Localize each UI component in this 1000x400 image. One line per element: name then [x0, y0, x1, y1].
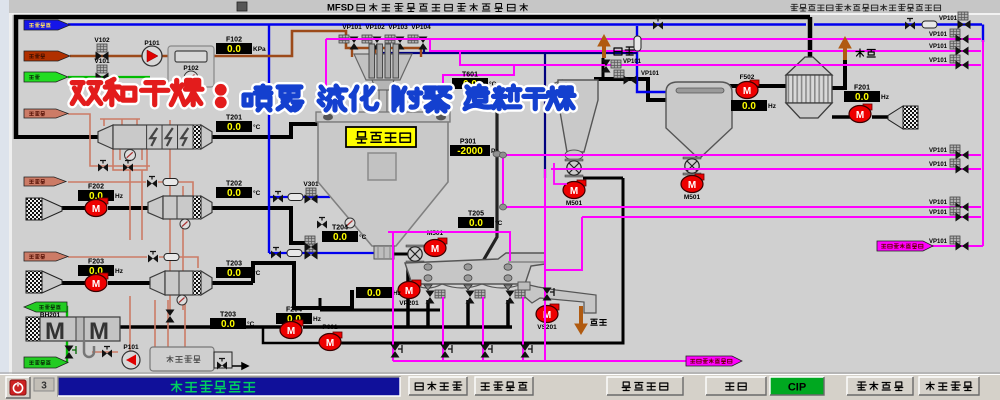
svg-text:F204: F204	[286, 307, 302, 314]
svg-text:°C: °C	[489, 80, 497, 88]
svg-text:BH201: BH201	[40, 312, 61, 319]
svg-text:°C: °C	[359, 233, 367, 241]
svg-text:3: 3	[41, 381, 47, 392]
svg-text:CIP: CIP	[788, 382, 806, 394]
svg-text:Hz: Hz	[115, 268, 124, 275]
svg-text:F201: F201	[854, 85, 870, 92]
svg-text:V102: V102	[94, 37, 110, 44]
svg-text:Hz: Hz	[768, 103, 777, 110]
svg-text:V301: V301	[303, 181, 319, 188]
svg-text:Hz: Hz	[313, 316, 322, 323]
svg-text:Hz: Hz	[115, 193, 124, 200]
svg-text:P301: P301	[460, 139, 476, 146]
svg-text:VP101: VP101	[929, 239, 948, 245]
svg-text:°C: °C	[247, 320, 255, 328]
svg-text:T203: T203	[226, 261, 242, 268]
svg-text:F502: F502	[740, 74, 755, 81]
svg-text:F202: F202	[88, 184, 104, 191]
svg-text:VP101: VP101	[929, 148, 948, 154]
svg-text:V101: V101	[94, 58, 110, 65]
svg-text:VS201: VS201	[537, 324, 557, 331]
svg-text:T601: T601	[462, 72, 478, 79]
svg-text:MFSD: MFSD	[327, 3, 354, 14]
svg-text:VP101: VP101	[929, 200, 948, 206]
svg-text:VP103: VP103	[388, 24, 408, 31]
svg-text:P601: P601	[322, 324, 338, 331]
svg-text:P101: P101	[144, 40, 160, 47]
svg-text:VP101: VP101	[929, 162, 948, 168]
svg-text:F203: F203	[88, 259, 104, 266]
svg-text:VP201: VP201	[399, 300, 419, 307]
svg-text:Hz: Hz	[881, 94, 890, 101]
svg-text:T204: T204	[332, 225, 348, 232]
svg-text:VP104: VP104	[411, 24, 431, 31]
svg-text:P101: P101	[123, 344, 139, 351]
svg-text:°C: °C	[253, 269, 261, 277]
svg-text:M501: M501	[684, 194, 701, 201]
svg-text:VP102: VP102	[365, 24, 385, 31]
svg-text:VP101: VP101	[929, 44, 948, 50]
svg-text:M: M	[45, 318, 65, 345]
svg-text:P102: P102	[183, 65, 199, 72]
svg-text:-2000: -2000	[457, 146, 483, 157]
svg-text:T202: T202	[226, 181, 242, 188]
svg-text:°C: °C	[253, 189, 261, 197]
svg-text:T203: T203	[220, 312, 236, 319]
svg-text:VP101: VP101	[641, 71, 660, 77]
svg-text:VP101: VP101	[929, 210, 948, 216]
svg-text:F102: F102	[226, 37, 242, 44]
svg-text:T201: T201	[226, 115, 242, 122]
svg-text:Hz: Hz	[393, 290, 402, 297]
svg-text:VP101: VP101	[623, 59, 642, 65]
svg-text:VP101: VP101	[342, 24, 362, 31]
svg-text:M501: M501	[427, 230, 444, 237]
svg-text:KPa: KPa	[253, 46, 266, 53]
svg-text:VP101: VP101	[939, 16, 958, 22]
svg-text:M: M	[89, 318, 109, 345]
svg-text:VP101: VP101	[929, 32, 948, 38]
svg-text:T205: T205	[468, 211, 484, 218]
svg-text:VP101: VP101	[929, 58, 948, 64]
svg-text:°C: °C	[495, 219, 503, 227]
svg-text:°C: °C	[253, 123, 261, 131]
svg-text:M501: M501	[566, 200, 583, 207]
